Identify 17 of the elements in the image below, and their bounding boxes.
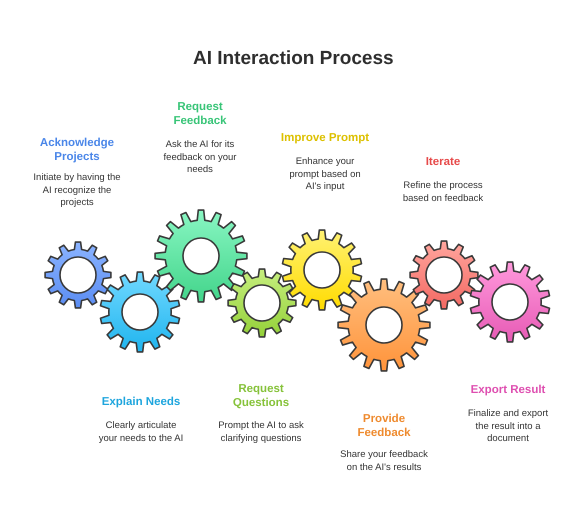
step-description: Initiate by having the AI recognize the projects	[32, 172, 122, 210]
step-title: Export Result	[470, 383, 546, 397]
diagram-title: AI Interaction Process	[193, 48, 395, 70]
step-description: Clearly articulate your needs to the AI	[98, 420, 184, 445]
step-description: Share your feedback on the AI's results	[340, 449, 428, 474]
step-description: Finalize and export the result into a document	[467, 408, 549, 446]
step-title: Improve Prompt	[280, 131, 370, 145]
step-title: Explain Needs	[101, 395, 181, 409]
step-title: Provide Feedback	[356, 412, 412, 440]
step-title: Iterate	[425, 155, 461, 169]
step-title: Request Questions	[232, 382, 290, 410]
step-description: Refine the process based on feedback	[402, 180, 484, 205]
step-description: Prompt the AI to ask clarifying questions	[218, 420, 304, 445]
step-description: Ask the AI for its feedback on your needs	[163, 139, 237, 176]
step-title: Acknowledge Projects	[39, 136, 115, 164]
step-title: Request Feedback	[172, 100, 228, 128]
step-description: Enhance your prompt based on AI's input	[288, 156, 362, 194]
